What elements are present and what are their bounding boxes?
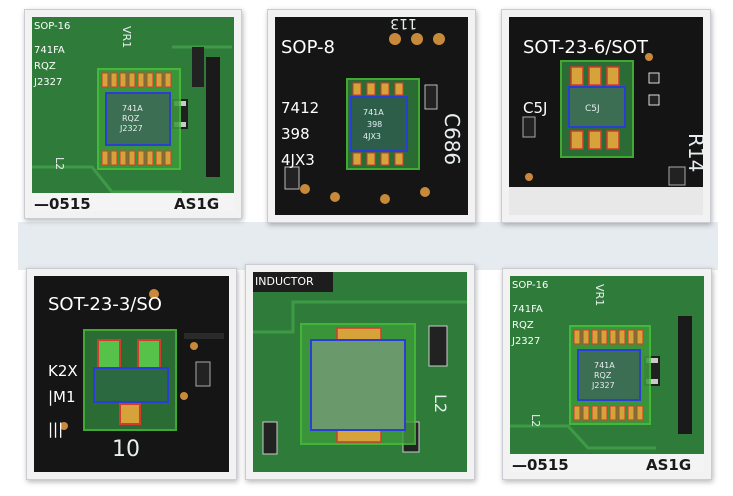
package-label: SOT-23-6/SOT	[523, 37, 649, 58]
silk-vr1: VR1	[120, 26, 133, 48]
marking-line-3: |||	[48, 420, 63, 438]
package-label: INDUCTOR	[255, 275, 314, 288]
pcb-photo-sop16-b: 741A RQZ J2327 SOP-16 741FA RQZ J2327 VR…	[510, 276, 704, 472]
silk-l2: L2	[431, 394, 450, 413]
marking-line-2: RQZ	[34, 61, 56, 72]
package-label: SOP-16	[34, 21, 70, 32]
silk-l2: L2	[529, 414, 542, 427]
footer-right-text: AS1G	[174, 195, 219, 211]
package-label: SOT-23-3/SO	[48, 294, 162, 315]
marking-line-1: C5J	[523, 99, 547, 117]
chip-text-1: 741A	[122, 104, 143, 113]
marking-line-2: RQZ	[512, 320, 534, 331]
background-band	[18, 222, 718, 270]
package-label: SOP-8	[281, 37, 335, 58]
footer-left-text: —0515	[34, 195, 91, 211]
chip-text-3: 4JX3	[363, 132, 381, 141]
marking-line-3: 4JX3	[281, 151, 315, 169]
marking-line-1: 741FA	[34, 45, 65, 56]
chip-text-3: J2327	[119, 124, 143, 133]
chip-text-2: RQZ	[122, 114, 140, 123]
marking-line-3: J2327	[33, 77, 62, 88]
marking-line-2: 398	[281, 125, 310, 143]
silk-r14: R14	[684, 133, 703, 172]
tile-inductor: INDUCTOR L2	[245, 264, 475, 480]
silk-vr1: VR1	[593, 284, 606, 306]
tile-sop16-b: 741A RQZ J2327 SOP-16 741FA RQZ J2327 VR…	[502, 268, 712, 480]
chip-text-2: 398	[367, 120, 382, 129]
footer-right-text: AS1G	[646, 456, 691, 472]
marking-line-1: K2X	[48, 362, 78, 380]
tile-sop16-a: 741A RQZ J2327 SOP-16 741FA RQZ J2327 VR…	[24, 9, 242, 219]
footer-left-text: —0515	[512, 456, 569, 472]
silk-l2: L2	[53, 157, 66, 170]
tile-sot23-3: SOT-23-3/SO K2X |M1 ||| 10	[26, 268, 237, 480]
package-label: SOP-16	[512, 280, 548, 291]
chip-text-3: J2327	[591, 381, 615, 390]
pcb-photo-inductor: INDUCTOR L2	[253, 272, 467, 472]
chip-text-1: 741A	[363, 108, 384, 117]
marking-line-1: 741FA	[512, 304, 543, 315]
chip-text-1: C5J	[585, 104, 600, 114]
tile-sop8: 741A 398 4JX3 SOP-8 7412 398 4JX3 113 C6…	[267, 9, 476, 223]
chip-text-2: RQZ	[594, 371, 612, 380]
marking-line-3: J2327	[511, 336, 540, 347]
pcb-photo-sop16-a: 741A RQZ J2327 SOP-16 741FA RQZ J2327 VR…	[32, 17, 234, 211]
pcb-photo-sot23-3: SOT-23-3/SO K2X |M1 ||| 10	[34, 276, 229, 472]
silk-bottom: 10	[112, 437, 140, 462]
chip-text-1: 741A	[594, 361, 615, 370]
tile-sot23-6: C5J SOT-23-6/SOT C5J R14	[501, 9, 711, 223]
marking-line-2: |M1	[48, 388, 76, 406]
silk-top: 113	[390, 17, 417, 31]
pcb-photo-sop8: 741A 398 4JX3 SOP-8 7412 398 4JX3 113 C6…	[275, 17, 468, 215]
pcb-photo-sot23-6: C5J SOT-23-6/SOT C5J R14	[509, 17, 703, 215]
silk-c686: C686	[440, 113, 464, 165]
marking-line-1: 7412	[281, 99, 319, 117]
